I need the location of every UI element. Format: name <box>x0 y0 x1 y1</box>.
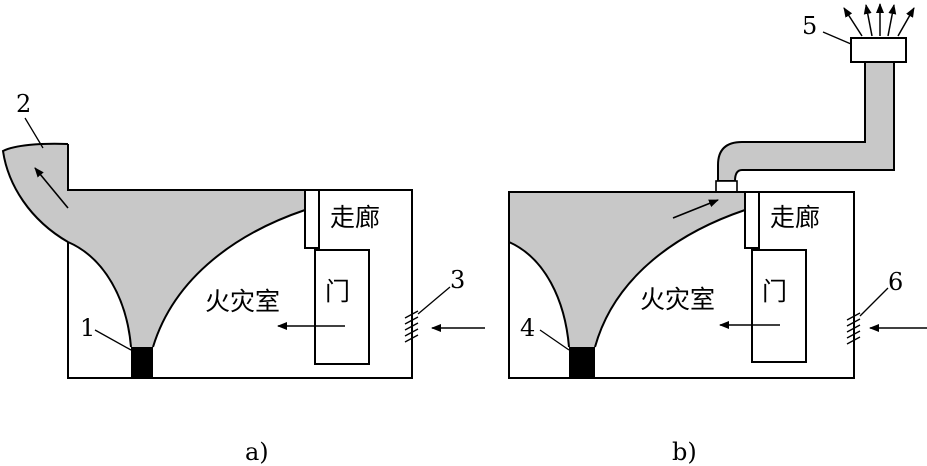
room-walls-a <box>67 144 413 379</box>
corridor-wall-b <box>744 191 760 249</box>
duct-inlet-b <box>715 180 738 193</box>
plume-edge-left-b <box>508 241 570 348</box>
exhaust-arrows <box>843 3 915 37</box>
callout-2: 2 <box>16 90 31 118</box>
fire-source-4 <box>569 347 595 378</box>
vent-6 <box>846 312 861 345</box>
callout-4: 4 <box>520 314 535 342</box>
leader-3 <box>417 286 451 315</box>
callout-6: 6 <box>888 268 903 296</box>
callout-5: 5 <box>802 12 817 40</box>
callout-3: 3 <box>450 266 465 294</box>
leader-6 <box>859 287 889 317</box>
room-walls-b <box>508 191 855 379</box>
smoke-layer-b <box>509 192 745 347</box>
smoke-to-duct-arrow-b <box>672 199 719 219</box>
corridor-label-a: 走廊 <box>330 203 380 232</box>
door-label-a: 门 <box>325 277 350 306</box>
vent-3 <box>404 310 419 343</box>
plume-edge-right-a <box>152 209 306 348</box>
plume-edge-left-a <box>67 241 132 348</box>
caption-b: b) <box>672 438 697 466</box>
panel-a: 1 2 3 走廊 门 火灾室 a) <box>1 90 485 466</box>
leader-2 <box>24 117 44 149</box>
smoke-outflow-arrow-a <box>34 167 69 209</box>
room-label-a: 火灾室 <box>205 287 280 316</box>
panel-b: 4 5 6 走廊 门 火灾室 b) <box>508 3 927 466</box>
corridor-label-b: 走廊 <box>770 203 820 232</box>
caption-a: a) <box>245 438 269 466</box>
fire-source-1 <box>131 347 153 378</box>
leader-1 <box>94 329 132 351</box>
leader-4 <box>539 329 570 351</box>
smoke-layer-a <box>3 143 305 347</box>
corridor-wall-a <box>304 189 320 249</box>
leader-5 <box>822 31 852 45</box>
door-label-b: 门 <box>762 277 787 306</box>
door-b <box>751 249 807 363</box>
plume-edge-right-b <box>594 209 746 348</box>
exhaust-outlet-5 <box>850 37 907 63</box>
callout-1: 1 <box>80 314 95 342</box>
door-a <box>314 249 370 365</box>
exhaust-duct <box>717 61 895 182</box>
room-label-b: 火灾室 <box>640 285 715 314</box>
